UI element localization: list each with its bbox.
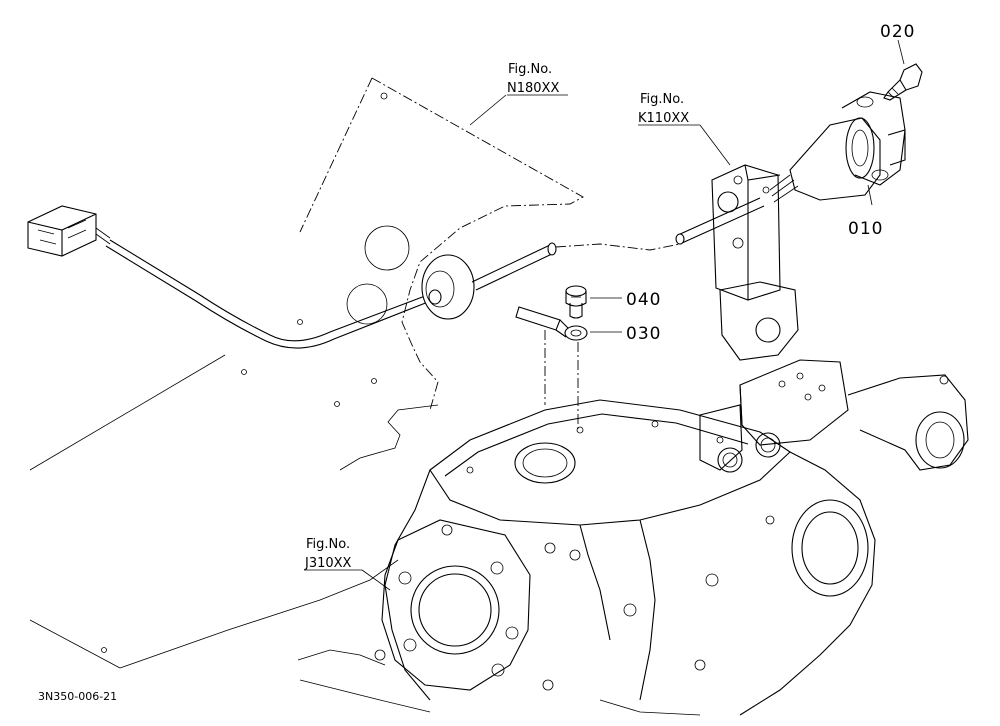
bolt-040 xyxy=(565,285,587,319)
figref-j310-code: J310XX xyxy=(304,556,352,571)
sheet-panel xyxy=(29,77,584,669)
part-label-030: 030 xyxy=(626,324,661,344)
transmission-case xyxy=(297,281,969,716)
figref-j310-title: Fig.No. xyxy=(306,537,350,552)
wire-harness xyxy=(27,197,765,349)
leader-lines xyxy=(304,39,905,591)
figref-k110-code: K110XX xyxy=(638,111,689,126)
figref-k110-title: Fig.No. xyxy=(640,92,684,107)
figref-n180-code: N180XX xyxy=(507,81,559,96)
part-label-040: 040 xyxy=(626,290,661,310)
part-label-020: 020 xyxy=(880,22,915,42)
part-label-010: 010 xyxy=(848,219,883,239)
drawing-code: 3N350-006-21 xyxy=(38,690,117,703)
figref-n180-title: Fig.No. xyxy=(508,62,552,77)
screw-020 xyxy=(883,63,923,101)
sensor-010 xyxy=(711,91,906,301)
